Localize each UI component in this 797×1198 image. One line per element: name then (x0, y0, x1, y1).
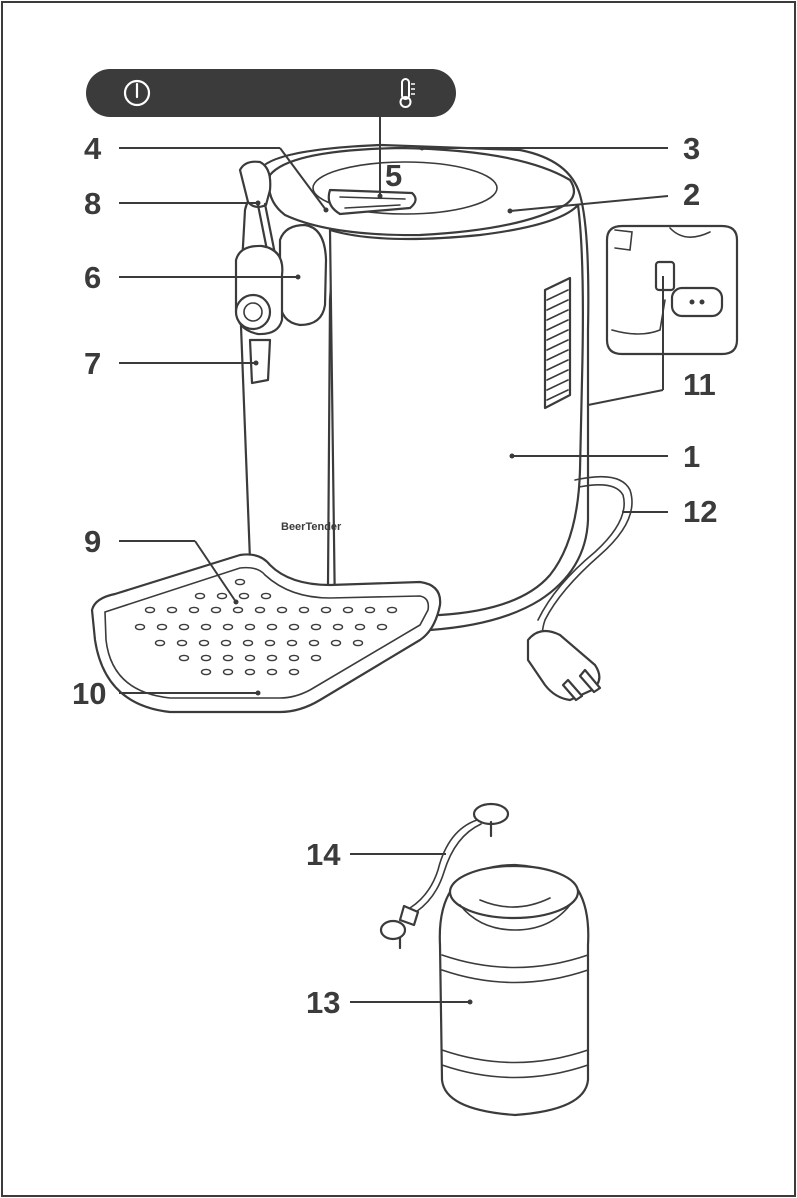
drip-hole (364, 606, 376, 614)
drip-hole (310, 654, 322, 662)
drip-hole (232, 606, 244, 614)
machine-illustration: BeerTender (90, 143, 739, 714)
drip-hole (198, 639, 210, 647)
drip-hole (244, 623, 256, 631)
vent-grille (543, 276, 572, 410)
drip-hole (200, 623, 212, 631)
callout-8: 8 (84, 186, 101, 221)
drip-hole (134, 623, 146, 631)
callout-leaders (119, 116, 669, 1005)
drip-hole (266, 668, 278, 676)
power-cord (526, 475, 633, 702)
drip-hole (220, 639, 232, 647)
callout-7: 7 (84, 346, 101, 381)
drip-hole (286, 639, 298, 647)
control-panel-bar (86, 69, 456, 117)
drip-hole (288, 668, 300, 676)
brand-logo: BeerTender (281, 521, 342, 533)
drip-hole (176, 639, 188, 647)
drip-tray (90, 553, 442, 714)
power-icon (123, 79, 151, 107)
drip-hole (222, 654, 234, 662)
callout-9: 9 (84, 524, 101, 559)
drip-hole (144, 606, 156, 614)
drip-hole (288, 654, 300, 662)
drip-hole (376, 623, 388, 631)
drip-hole (188, 606, 200, 614)
callout-10: 10 (72, 676, 106, 711)
callout-5: 5 (385, 158, 402, 193)
drip-hole (310, 623, 322, 631)
drip-hole (222, 623, 234, 631)
drip-hole (254, 606, 266, 614)
rear-inset (605, 224, 739, 356)
drip-hole (320, 606, 332, 614)
drip-hole (354, 623, 366, 631)
callout-2: 2 (683, 177, 700, 212)
drip-hole (352, 639, 364, 647)
drip-hole (166, 606, 178, 614)
drip-hole (342, 606, 354, 614)
drip-hole (260, 592, 272, 600)
drip-hole (178, 654, 190, 662)
callout-3: 3 (683, 131, 700, 166)
callout-13: 13 (306, 985, 340, 1020)
drip-hole (330, 639, 342, 647)
callout-11: 11 (683, 367, 716, 402)
callout-4: 4 (84, 131, 102, 166)
drip-hole (210, 606, 222, 614)
drip-hole (216, 592, 228, 600)
drip-hole (244, 654, 256, 662)
callout-12: 12 (683, 494, 717, 529)
drip-hole (238, 592, 250, 600)
drip-hole (288, 623, 300, 631)
drip-hole (264, 639, 276, 647)
drip-hole (332, 623, 344, 631)
callout-1: 1 (683, 439, 700, 474)
drip-tray-grid (134, 578, 398, 676)
drip-hole (266, 654, 278, 662)
keg-illustration (379, 802, 590, 1117)
drip-hole (178, 623, 190, 631)
drip-hole (266, 623, 278, 631)
callout-6: 6 (84, 260, 101, 295)
callout-14: 14 (306, 837, 341, 872)
drip-hole (222, 668, 234, 676)
drip-hole (298, 606, 310, 614)
drip-hole (194, 592, 206, 600)
drip-hole (156, 623, 168, 631)
drip-hole (154, 639, 166, 647)
drip-hole (386, 606, 398, 614)
drip-hole (200, 668, 212, 676)
drip-hole (200, 654, 212, 662)
drip-hole (234, 578, 246, 586)
drip-hole (276, 606, 288, 614)
drip-hole (308, 639, 320, 647)
callout-labels: 4 5 3 2 8 6 7 11 1 12 9 10 14 13 (72, 131, 717, 1020)
thermometer-icon (399, 78, 415, 108)
drip-hole (242, 639, 254, 647)
keg-connection-tube (379, 802, 510, 950)
drip-hole (244, 668, 256, 676)
